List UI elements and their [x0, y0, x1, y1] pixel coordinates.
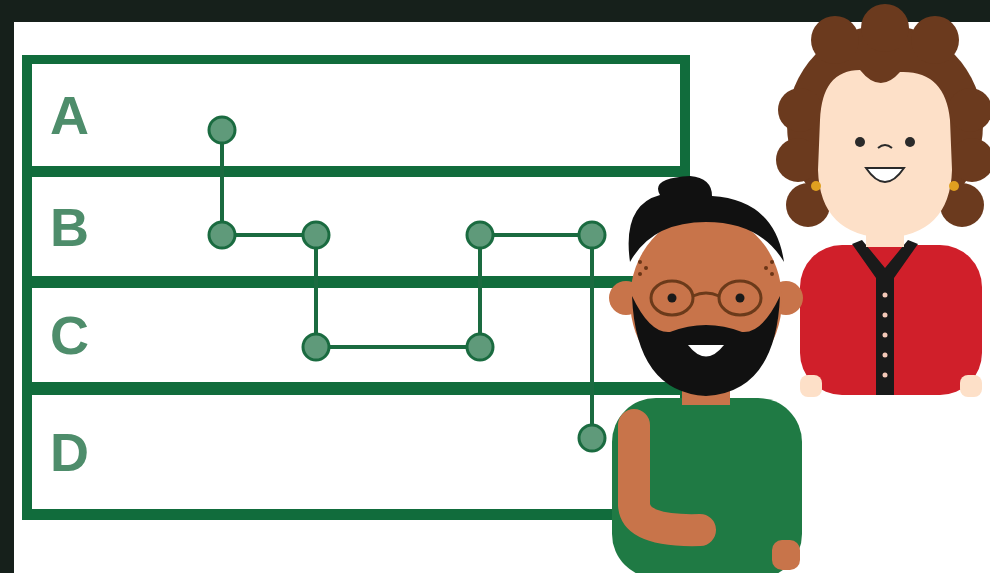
white-panel — [14, 22, 990, 573]
lane-label: D — [50, 425, 89, 479]
beard — [632, 296, 780, 396]
hand — [772, 540, 800, 570]
ear — [769, 281, 803, 315]
arm — [634, 425, 700, 530]
station-dot — [579, 222, 605, 248]
hair — [629, 176, 784, 262]
nose — [878, 145, 892, 148]
man-figure — [609, 176, 803, 573]
earring — [811, 181, 821, 191]
green-shirt — [612, 398, 802, 573]
hand — [960, 375, 982, 397]
freckles — [638, 260, 774, 276]
flow-connector — [590, 235, 594, 438]
swimlane-band: C — [30, 286, 682, 384]
eye — [855, 137, 865, 147]
table-border — [22, 55, 690, 520]
lane-label: A — [50, 88, 89, 142]
jacket-collar — [852, 240, 918, 395]
flow-connector — [222, 131, 316, 235]
station-dot — [303, 222, 329, 248]
lane-label: C — [50, 308, 89, 362]
ear — [609, 281, 643, 315]
face — [818, 70, 952, 238]
red-jacket — [800, 245, 982, 395]
jacket-buttons — [883, 293, 888, 378]
station-dot — [209, 117, 235, 143]
neck — [682, 365, 730, 405]
woman-figure — [776, 4, 990, 397]
smile — [866, 168, 904, 182]
face — [630, 214, 782, 386]
flow-connector — [480, 235, 592, 347]
eye — [668, 294, 677, 303]
eye — [905, 137, 915, 147]
neck — [866, 215, 904, 247]
curly-hair — [776, 4, 990, 227]
swimlane-band: B — [30, 175, 682, 278]
flow-connector — [316, 235, 480, 347]
hand — [800, 375, 822, 397]
glasses — [651, 281, 761, 315]
station-dot — [579, 425, 605, 451]
station-dot — [467, 334, 493, 360]
eye — [736, 294, 745, 303]
station-dot — [209, 222, 235, 248]
station-dot — [303, 334, 329, 360]
swimlane-band: A — [30, 62, 682, 168]
station-dot — [467, 222, 493, 248]
smile — [688, 345, 724, 357]
lane-label: B — [50, 200, 89, 254]
earring — [949, 181, 959, 191]
swimlane-band: D — [30, 393, 682, 511]
